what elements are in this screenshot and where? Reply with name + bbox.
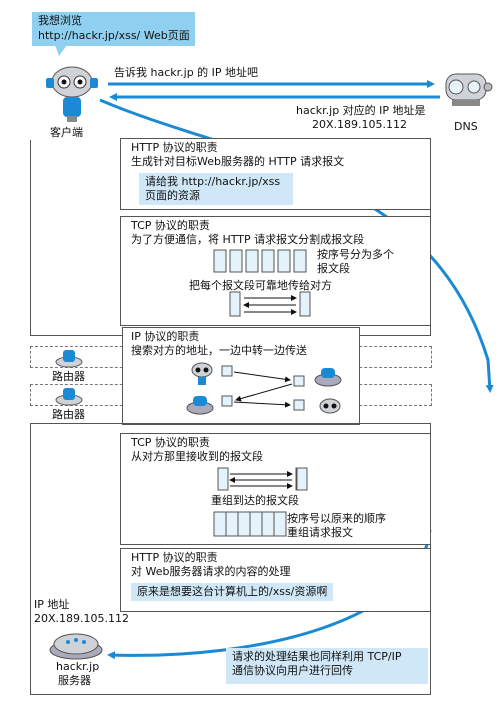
ip-router-icon [314, 368, 342, 387]
tcp-segments-diagram [213, 249, 311, 317]
segment [213, 511, 227, 537]
tcp-server-desc: 从对方那里接收到的报文段 [131, 450, 263, 463]
http-request-line-1: 请给我 http://hackr.jp/xss [145, 175, 281, 188]
tcp-server-title: TCP 协议的职责 [131, 436, 210, 449]
server-ip-label: IP 地址 [34, 598, 70, 611]
http-server-message: 原来是想要这台计算机上的/xss/资源啊 [137, 585, 328, 598]
client-robot-icon [46, 66, 98, 122]
dns-query-text: 告诉我 hackr.jp 的 IP 地址吧 [114, 66, 259, 79]
http-server-message-box: 原来是想要这台计算机上的/xss/资源啊 [131, 583, 334, 601]
speech-line-1: 我想浏览 [38, 14, 82, 27]
tcp-client-desc: 为了方便通信，将 HTTP 请求报文分割成报文段 [131, 233, 365, 246]
http-client-panel: HTTP 协议的职责 生成针对目标Web服务器的 HTTP 请求报文 请给我 h… [120, 138, 431, 210]
segment [261, 249, 275, 273]
http-client-desc: 生成针对目标Web服务器的 HTTP 请求报文 [131, 155, 345, 168]
tcp-server-note-1: 按序号以原来的顺序 [287, 512, 386, 525]
segment [237, 511, 251, 537]
ip-desc: 搜索对方的地址，一边中转一边传送 [131, 344, 307, 357]
http-request-line-2: 页面的资源 [145, 189, 200, 202]
http-server-desc: 对 Web服务器请求的内容的处理 [131, 565, 291, 578]
http-request-box: 请给我 http://hackr.jp/xss 页面的资源 [139, 173, 293, 205]
segment-sent [217, 467, 229, 491]
speech-tail [55, 45, 67, 56]
tcp-client-note-2: 报文段 [317, 262, 350, 275]
tcp-client-reliable: 把每个报文段可靠地传给对方 [189, 279, 332, 292]
segment [261, 511, 275, 537]
ip-router-icon [186, 396, 214, 415]
response-line-1: 请求的处理结果也同样利用 TCP/IP [232, 650, 402, 663]
segment [293, 249, 307, 273]
segment [213, 249, 227, 273]
dns-answer-line-1: hackr.jp 对应的 IP 地址是 [296, 104, 426, 117]
ip-client-robot-icon [191, 362, 213, 385]
http-server-title: HTTP 协议的职责 [131, 551, 218, 564]
segment-received [299, 291, 311, 317]
dns-server-icon [445, 73, 493, 106]
server-ip-value: 20X.189.105.112 [34, 612, 130, 625]
speech-line-2: http://hackr.jp/xss/ Web页面 [38, 29, 190, 42]
router-icon [55, 388, 83, 406]
segment-sent [229, 291, 241, 317]
tcp-server-reassembled: 重组到达的报文段 [211, 494, 299, 507]
segment [249, 511, 263, 537]
response-box: 请求的处理结果也同样利用 TCP/IP 通信协议向用户进行回传 [226, 648, 428, 684]
tcp-client-panel: TCP 协议的职责 为了方便通信，将 HTTP 请求报文分割成报文段 按序号分为… [120, 216, 431, 326]
router-label-1: 路由器 [52, 370, 85, 383]
tcp-server-note-2: 重组请求报文 [287, 526, 353, 539]
server-name-line-1: hackr.jp [56, 660, 100, 673]
http-server-panel: HTTP 协议的职责 对 Web服务器请求的内容的处理 原来是想要这台计算机上的… [120, 548, 431, 612]
speech-bubble: 我想浏览 http://hackr.jp/xss/ Web页面 [32, 12, 195, 46]
segment [273, 511, 287, 537]
tcp-client-note-1: 按序号分为多个 [317, 248, 394, 261]
tcp-server-panel: TCP 协议的职责 从对方那里接收到的报文段 重组到达的报文段 按序号以原来的顺… [120, 433, 431, 545]
server-name-line-2: 服务器 [58, 674, 91, 687]
segment [245, 249, 259, 273]
dns-label: DNS [454, 120, 478, 133]
response-line-2: 通信协议向用户进行回传 [232, 664, 353, 677]
segment [225, 511, 239, 537]
router-icon [55, 350, 83, 368]
tcp-client-title: TCP 协议的职责 [131, 219, 210, 232]
client-label: 客户端 [50, 126, 83, 139]
tcp-reassembly-diagram [213, 467, 299, 537]
http-client-title: HTTP 协议的职责 [131, 141, 218, 154]
router-label-2: 路由器 [52, 408, 85, 421]
ip-title: IP 协议的职责 [131, 330, 200, 343]
ip-server-robot-icon [319, 398, 341, 414]
server-icon [49, 633, 103, 660]
ip-routing-diagram [186, 362, 342, 415]
dns-answer-line-2: 20X.189.105.112 [312, 118, 408, 131]
segment [277, 249, 291, 273]
segment [229, 249, 243, 273]
